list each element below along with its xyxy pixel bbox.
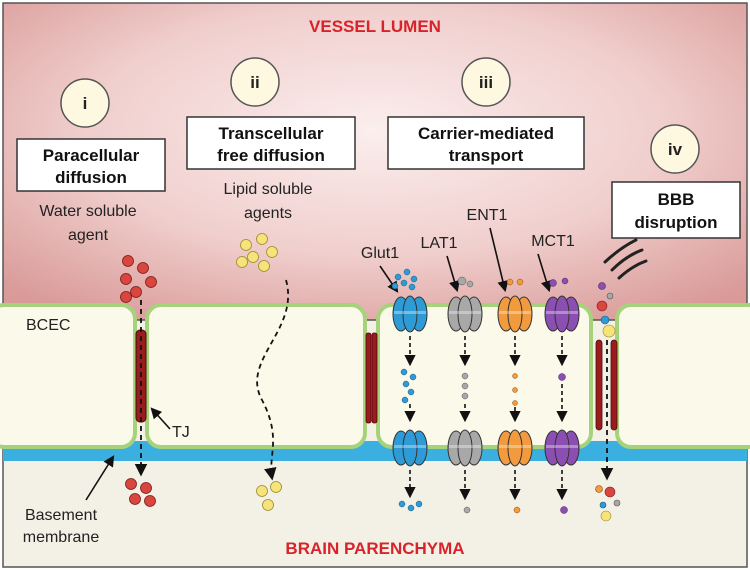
lat1-transporter-basal (447, 429, 483, 467)
endothelial-cell-4 (615, 303, 750, 449)
basement-label-line2: membrane (23, 529, 100, 546)
lat1-transporter-apical (447, 295, 483, 333)
transporter-label-ent1: ENT1 (467, 207, 508, 224)
route-iv: iv BBB disruption (603, 124, 741, 280)
route-ii: ii Transcellular free diffusion Lipid so… (186, 57, 356, 222)
route-iv-badge (650, 124, 700, 174)
route-iii: iii Carrier-mediated transport (387, 57, 585, 170)
tj-label: TJ (172, 424, 190, 441)
tight-junction-disrupted (595, 339, 618, 431)
lat1-substrate-bottom (463, 506, 471, 514)
route-ii-box-line2: free diffusion (217, 146, 325, 165)
glut1-transporter-apical (392, 295, 428, 333)
route-i-badge (60, 78, 110, 128)
route-iii-box-line2: transport (449, 146, 524, 165)
mct1-transporter-basal (544, 429, 580, 467)
ent1-transporter-basal (497, 429, 533, 467)
transporter-label-glut1: Glut1 (361, 245, 399, 262)
endothelial-cell-1 (0, 303, 137, 449)
mct1-substrate-mid (558, 373, 566, 381)
mixed-agents-top (596, 282, 616, 338)
bcec-label: BCEC (26, 317, 70, 334)
lat1-substrate-mid (461, 372, 469, 400)
glut1-transporter-basal (392, 429, 428, 467)
route-iii-numeral: iii (479, 73, 493, 92)
route-i-box-line2: diffusion (55, 168, 127, 187)
mct1-substrate-top (549, 277, 569, 287)
route-ii-box (186, 116, 356, 170)
endothelial-cell-2 (145, 303, 367, 449)
ent1-substrate-mid (512, 373, 518, 406)
route-iv-box-line1: BBB (658, 190, 695, 209)
disruption-wave-icon (603, 238, 648, 280)
mct1-substrate-bottom (560, 506, 568, 514)
tight-junction-2 (365, 332, 378, 424)
glut1-substrate-top (391, 268, 418, 291)
route-iii-badge (461, 57, 511, 107)
route-iii-box (387, 116, 585, 170)
ent1-substrate-bottom (513, 506, 521, 514)
route-ii-badge (230, 57, 280, 107)
basement-label-line1: Basement (25, 507, 98, 524)
route-i-box-line1: Paracellular (43, 146, 140, 165)
lat1-pointer-arrow (446, 255, 460, 293)
route-i-caption-line2: agent (68, 227, 109, 244)
route-ii-numeral: ii (250, 73, 259, 92)
water-soluble-agents-bottom (125, 478, 156, 507)
transporter-label-lat1: LAT1 (420, 235, 457, 252)
ent1-transporter-apical (497, 295, 533, 333)
route-ii-caption-line1: Lipid soluble (224, 181, 313, 198)
route-ii-box-line1: Transcellular (219, 124, 324, 143)
route-iv-numeral: iv (668, 140, 683, 159)
mixed-agents-bottom (595, 485, 621, 522)
route-i-box (16, 138, 166, 192)
ent1-pointer-arrow (489, 227, 509, 293)
lipid-soluble-agents-bottom (256, 481, 282, 511)
glut1-substrate-bottom (398, 500, 423, 512)
transporter-label-mct1: MCT1 (531, 233, 575, 250)
glut1-substrate-mid (400, 368, 417, 404)
route-iv-box (611, 181, 741, 239)
mct1-pointer-arrow (537, 253, 552, 293)
tj-pointer-arrow (150, 407, 171, 430)
endothelial-cell-3 (376, 303, 593, 449)
ent1-substrate-top (506, 278, 524, 286)
brain-parenchyma-title: BRAIN PARENCHYMA (285, 539, 464, 558)
mct1-transporter-apical (544, 295, 580, 333)
route-i-caption-line1: Water soluble (39, 203, 136, 220)
vessel-lumen-title: VESSEL LUMEN (309, 17, 441, 36)
water-soluble-agents-top (120, 255, 157, 303)
transcellular-path (256, 279, 289, 481)
route-iii-box-line1: Carrier-mediated (418, 124, 554, 143)
lat1-substrate-top (457, 276, 474, 288)
basement-pointer-arrow (85, 455, 115, 501)
route-i: i Paracellular diffusion Water soluble a… (16, 78, 166, 244)
route-ii-caption-line2: agents (244, 205, 292, 222)
route-i-numeral: i (83, 94, 88, 113)
lipid-soluble-agents-top (236, 233, 278, 272)
route-iv-box-line2: disruption (634, 213, 717, 232)
